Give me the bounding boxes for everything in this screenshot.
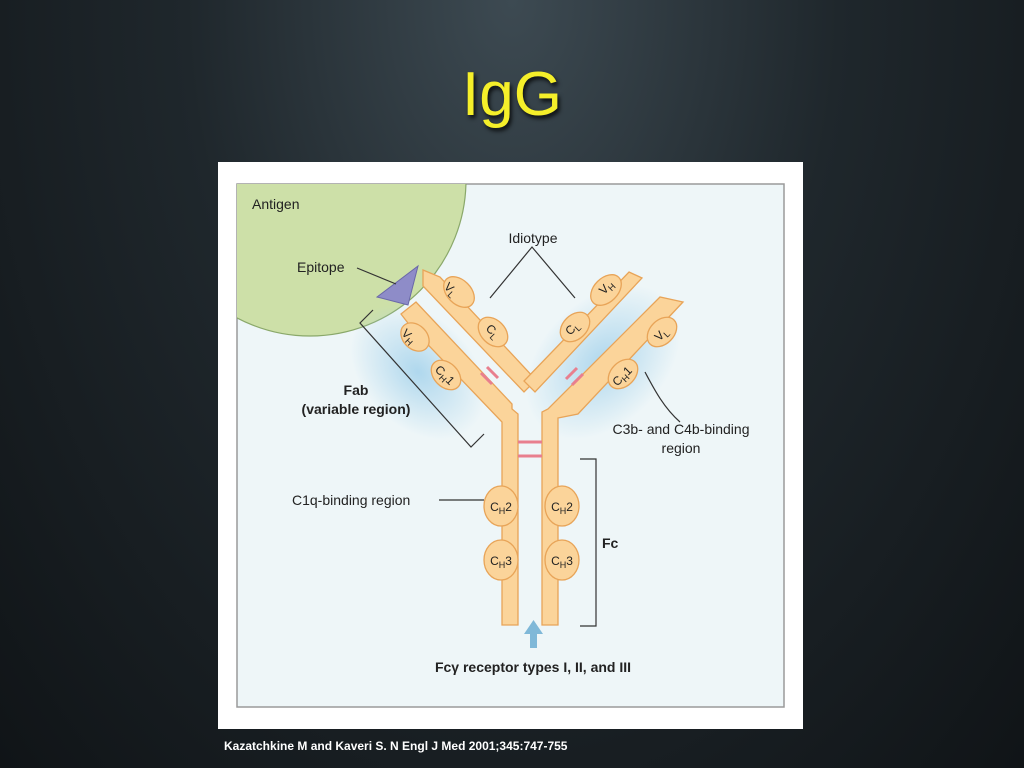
citation: Kazatchkine M and Kaveri S. N Engl J Med… — [224, 739, 567, 753]
idiotype-label: Idiotype — [508, 230, 557, 246]
receptor-label: Fcγ receptor types I, II, and III — [435, 659, 631, 675]
epitope-label: Epitope — [297, 259, 345, 275]
c1q-label: C1q-binding region — [292, 492, 410, 508]
fc-label: Fc — [602, 535, 619, 551]
antigen-label: Antigen — [252, 196, 299, 212]
igg-diagram: VL CL VH CH1 VH CL VL CH1 CH2 CH3 CH2 CH… — [218, 162, 803, 729]
figure-panel: VL CL VH CH1 VH CL VL CH1 CH2 CH3 CH2 CH… — [218, 162, 803, 729]
fab-label: Fab — [344, 382, 369, 398]
c3b-label-line2: region — [662, 440, 701, 456]
fab-sublabel: (variable region) — [302, 401, 411, 417]
c3b-label-line1: C3b- and C4b-binding — [613, 421, 750, 437]
slide-title: IgG — [0, 60, 1024, 130]
